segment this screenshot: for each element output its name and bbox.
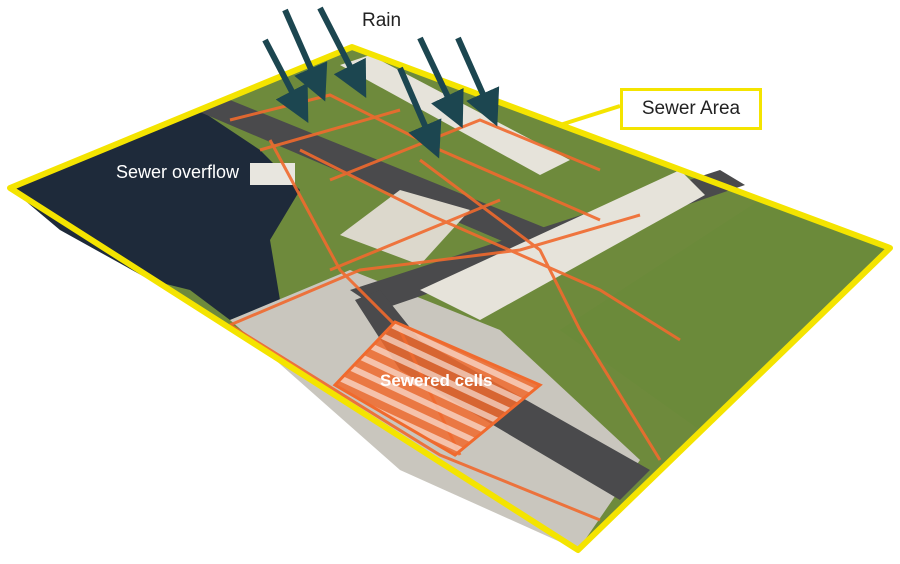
- building-block: [340, 190, 470, 265]
- rain-arrows: [262, 6, 500, 159]
- rain-arrow-icon: [317, 6, 367, 99]
- sewer-grid: [229, 93, 681, 522]
- rain-arrow-icon: [282, 8, 328, 102]
- road-upper: [195, 100, 600, 270]
- grass-right: [560, 200, 890, 430]
- rain-arrow-icon: [262, 38, 309, 123]
- sewer-area-label: Sewer Area: [620, 88, 762, 130]
- rain-label: Rain: [362, 10, 402, 31]
- sewer-overflow-label: Sewer overflow: [116, 162, 240, 182]
- rain-arrow-icon: [397, 66, 442, 159]
- rain-arrow-icon: [417, 36, 464, 129]
- sewered-cells-area: [332, 320, 543, 457]
- building-steps-mid: [420, 170, 705, 320]
- sewered-cells-label: Sewered cells: [380, 371, 493, 390]
- sewer-area-outline: [7, 44, 893, 553]
- water-body: [10, 110, 300, 320]
- sewer-area-leader: [559, 104, 621, 127]
- rain-arrow-icon: [455, 36, 500, 127]
